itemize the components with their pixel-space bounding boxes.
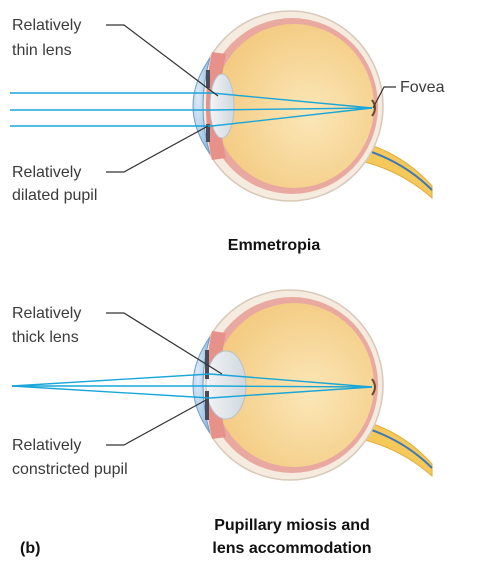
label-thick-lens-line2: thick lens [12,329,79,346]
ray-top-1 [10,92,373,109]
label-thin-lens-line2: thin lens [12,42,72,59]
caption-emmetropia: Emmetropia [228,237,321,254]
label-thin-lens: Relatively thin lens [12,17,219,97]
light-rays-top [10,92,373,127]
leader-thick-lens [106,312,223,375]
ray-top-3 [10,107,373,127]
label-thick-lens-line1: Relatively [12,305,81,322]
label-fovea: Fovea [372,79,445,109]
label-dilated-pupil-line1: Relatively [12,164,81,181]
lens-thick [205,350,247,420]
ray-top-2 [10,107,373,111]
ray-bottom-2 [12,385,373,388]
cornea-top [192,57,211,155]
leader-dilated-pupil [106,125,209,173]
ray-bottom-1 [11,373,373,388]
caption-accommodation-line1: Pupillary miosis and [214,517,370,534]
panel-letter: (b) [20,540,40,557]
label-constricted-pupil-line1: Relatively [12,437,81,454]
label-constricted-pupil-line2: constricted pupil [12,461,128,478]
iris-lower-top [206,124,210,142]
label-constricted-pupil: Relatively constricted pupil [12,399,207,478]
label-thick-lens: Relatively thick lens [12,305,223,375]
iris-upper-top [206,70,210,88]
leader-constricted-pupil [106,399,207,446]
iris-lower-bottom [205,391,209,420]
eye-bottom [192,289,433,481]
label-thin-lens-line1: Relatively [12,17,81,34]
label-fovea-text: Fovea [400,79,445,96]
label-dilated-pupil-line2: dilated pupil [12,187,97,204]
leader-thin-lens [106,24,219,97]
lens-thin [209,73,235,139]
eye-top [192,10,433,202]
light-rays-bottom [11,373,373,399]
fovea-bottom [371,378,376,396]
vitreous-body-bottom [214,303,374,467]
leader-fovea [372,86,396,109]
ray-bottom-3 [11,385,373,399]
cornea-bottom [192,336,211,434]
caption-accommodation-line2: lens accommodation [212,540,371,557]
fovea-top [371,99,376,117]
vitreous-body-top [214,24,374,188]
label-dilated-pupil: Relatively dilated pupil [12,125,209,204]
